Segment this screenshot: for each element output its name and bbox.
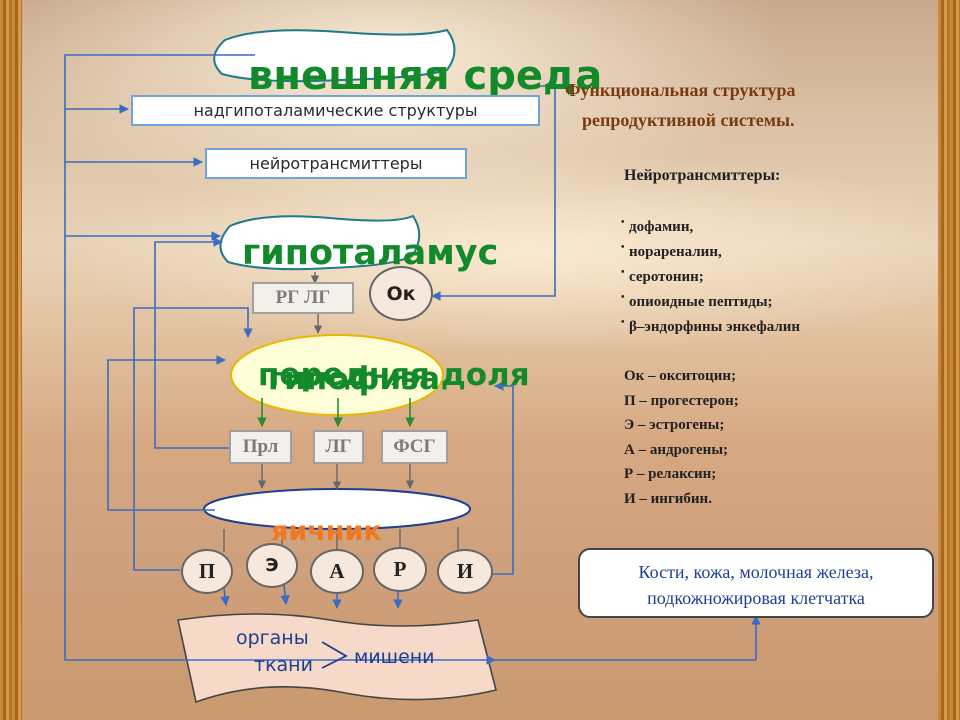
pituitary-label: гипофиза: [268, 361, 441, 397]
info-title-line1: Функциональная структура: [565, 80, 796, 100]
androgens-circle: А: [310, 549, 364, 594]
hypothalamus-cloud: [219, 214, 421, 271]
tissues-label: ткани: [254, 654, 313, 676]
hypothalamus-label: гипоталамус: [242, 233, 499, 273]
external-environment-label: внешняя среда: [248, 53, 603, 99]
abbreviations-list: Ок – окситоцин; П – прогестерон; Э – эст…: [624, 364, 739, 511]
suprahypothalamic-structures-box: надгипоталамические структуры: [131, 95, 540, 126]
neurotransmitters-title: Нейротрансмиттеры:: [624, 167, 781, 184]
left-decorative-frame: [0, 0, 22, 720]
list-item: опиоидные пептиды;: [621, 285, 800, 315]
oxytocin-circle: Ок: [369, 266, 433, 321]
prolactin-box: Прл: [229, 430, 292, 464]
list-item: серотонин;: [621, 260, 800, 290]
target-tissues-line2: подкожножировая клетчатка: [647, 588, 865, 608]
estrogens-circle: Э: [246, 543, 298, 588]
list-item: Р – релаксин;: [624, 466, 717, 482]
relaxin-circle: Р: [373, 547, 427, 592]
right-decorative-frame: [938, 0, 960, 720]
targets-label: мишени: [354, 646, 435, 668]
fsh-box: ФСГ: [381, 430, 448, 464]
rg-lg-box: РГ ЛГ: [252, 282, 354, 314]
pituitary-oval: [230, 334, 444, 416]
inhibin-circle: И: [437, 549, 493, 594]
list-item: β–эндорфины энкефалин: [621, 310, 800, 340]
progesterone-circle: П: [181, 549, 233, 594]
list-item: дофамин,: [621, 210, 800, 240]
lh-box: ЛГ: [313, 430, 364, 464]
neurotransmitters-list: дофамин, норареналин, серотонин; опиоидн…: [621, 210, 800, 340]
ovary-label: яичник: [271, 516, 382, 547]
list-item: И – ингибин.: [624, 490, 712, 507]
list-item: Ок – окситоцин;: [624, 368, 736, 384]
organs-label: органы: [236, 627, 309, 649]
list-item: Э – эстрогены;: [624, 417, 725, 433]
anterior-lobe-label: передняя доля: [258, 357, 530, 393]
external-environment-cloud: [213, 28, 456, 83]
target-organs-scroll: [177, 613, 497, 704]
list-item: П – прогестерон;: [624, 392, 739, 409]
target-tissues-box: Кости, кожа, молочная железа, подкожножи…: [578, 548, 934, 618]
list-item: норареналин,: [621, 235, 800, 265]
info-title-line2: репродуктивной системы.: [582, 110, 795, 130]
target-tissues-line1: Кости, кожа, молочная железа,: [638, 562, 874, 582]
list-item: А – андрогены;: [624, 441, 729, 458]
neurotransmitters-box: нейротрансмиттеры: [205, 148, 467, 179]
